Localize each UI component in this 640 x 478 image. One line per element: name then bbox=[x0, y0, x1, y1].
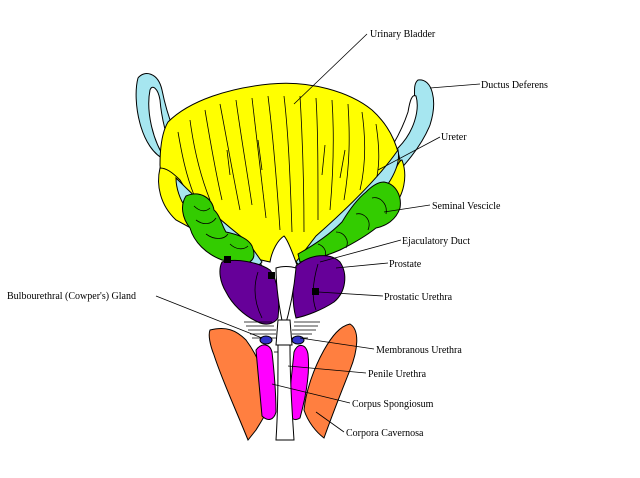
label-corpora-cavernosa: Corpora Cavernosa bbox=[346, 428, 424, 439]
label-prostatic-urethra: Prostatic Urethra bbox=[384, 292, 453, 303]
label-ejaculatory-duct: Ejaculatory Duct bbox=[402, 236, 470, 247]
label-ductus-deferens: Ductus Deferens bbox=[481, 80, 548, 91]
ejaculatory-duct-opening bbox=[268, 272, 275, 279]
label-membranous-urethra: Membranous Urethra bbox=[376, 345, 462, 356]
labels: Urinary Bladder Ductus Deferens Ureter S… bbox=[7, 29, 548, 439]
label-bulbourethral-gland: Bulbourethral (Cowper's) Gland bbox=[7, 291, 136, 302]
label-seminal-vesicle: Seminal Vescicle bbox=[432, 201, 501, 212]
label-prostate: Prostate bbox=[389, 259, 422, 270]
label-urinary-bladder: Urinary Bladder bbox=[370, 29, 436, 40]
prostatic-urethra-marker bbox=[312, 288, 319, 295]
leader-lines bbox=[155, 33, 481, 433]
label-ureter: Ureter bbox=[441, 132, 467, 143]
ejaculatory-duct-opening-left bbox=[224, 256, 231, 263]
corpora-cavernosa bbox=[208, 323, 358, 441]
seminal-vesicle bbox=[182, 181, 401, 265]
penile-urethra bbox=[275, 344, 295, 441]
label-penile-urethra: Penile Urethra bbox=[368, 369, 427, 380]
corpus-spongiosum bbox=[255, 344, 309, 421]
membranous-urethra bbox=[244, 319, 320, 346]
label-corpus-spongiosum: Corpus Spongiosum bbox=[352, 399, 434, 410]
prostate bbox=[219, 255, 346, 332]
